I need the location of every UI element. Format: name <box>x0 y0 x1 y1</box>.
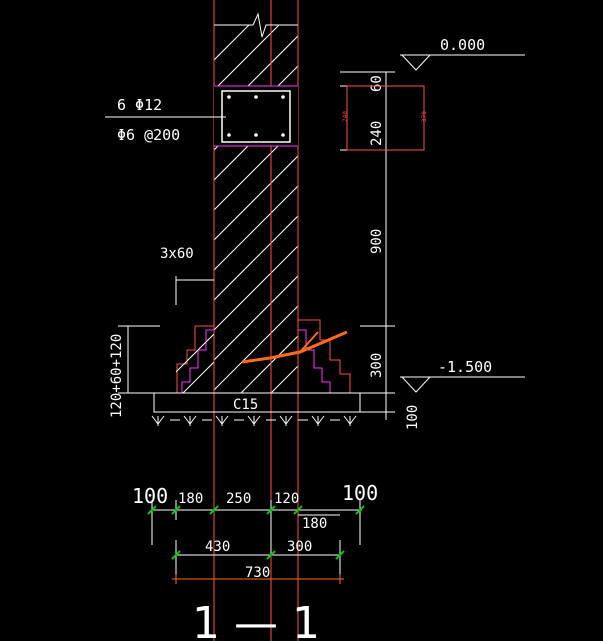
dim-300: 300 <box>369 353 385 378</box>
dim-100: 100 <box>405 405 421 430</box>
rebar-stirrup-label: Φ6 @200 <box>117 126 180 144</box>
elevation-bottom-label: -1.500 <box>438 358 492 376</box>
bottom-dim-row3-ticks <box>171 550 345 560</box>
bottom-dim-180: 180 <box>178 491 203 507</box>
bottom-dim-total-line <box>172 574 344 584</box>
wall-hatch <box>214 25 298 393</box>
elevation-top-marker <box>400 54 525 71</box>
right-dim-chain <box>340 71 395 420</box>
section-mark: 1 — 1 <box>192 598 320 641</box>
offset-dim-label: 3x60 <box>160 246 194 262</box>
footing-steps <box>181 329 331 393</box>
step-stack-label: 120+60+120 <box>109 334 125 418</box>
bottom-dim-430: 430 <box>205 539 230 555</box>
rebar-main-label: 6 Φ12 <box>117 96 162 114</box>
bottom-dim-250: 250 <box>226 491 251 507</box>
bottom-dim-total: 730 <box>245 565 270 581</box>
footing-outline <box>176 319 351 393</box>
beam-detail-b: 370 <box>421 111 428 122</box>
elevation-top-label: 0.000 <box>440 36 485 54</box>
concrete-grade-label: C15 <box>233 397 258 413</box>
section-cut-tick <box>299 331 319 353</box>
dim-240: 240 <box>369 121 385 146</box>
bottom-dim-100-right: 100 <box>342 481 378 505</box>
break-line <box>214 12 298 38</box>
soil-hatch <box>151 415 357 426</box>
bottom-dim-100-left: 100 <box>132 484 168 508</box>
bottom-dim-row1 <box>151 500 362 555</box>
bottom-dim-300: 300 <box>287 539 312 555</box>
footing-hatch-left <box>176 333 214 393</box>
offset-dim-lines <box>175 276 214 305</box>
step-stack-dim <box>118 325 160 394</box>
bottom-dim-ticks <box>147 505 365 515</box>
dim-60: 60 <box>369 75 385 92</box>
cushion-base <box>153 392 361 413</box>
bottom-dim-120: 120 <box>274 491 299 507</box>
ring-beam <box>214 85 298 147</box>
dim-900: 900 <box>369 229 385 254</box>
section-cut-line <box>241 330 348 364</box>
beam-detail: 240 370 <box>342 85 428 151</box>
beam-detail-a: 240 <box>342 111 349 122</box>
bottom-dim-180-b: 180 <box>302 516 327 532</box>
elevation-bottom-marker <box>400 376 525 393</box>
